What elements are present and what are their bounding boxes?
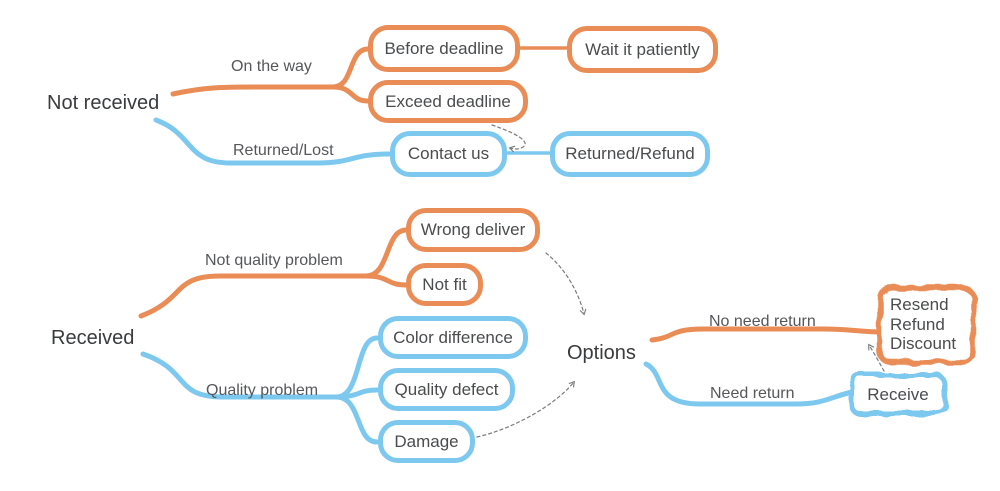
sketch-box-receive[interactable] xyxy=(848,372,948,417)
resend-line: Resend xyxy=(890,295,949,314)
node-returned-refund[interactable]: Returned/Refund xyxy=(550,131,710,177)
node-not-received[interactable]: Not received xyxy=(47,92,160,114)
edge-received-qualityproblem xyxy=(140,351,339,400)
discount-line: Discount xyxy=(890,334,957,353)
node-options[interactable]: Options xyxy=(567,342,636,364)
edge-notreceived-returnedlost-contactus xyxy=(153,117,392,166)
node-wait-it-patiently[interactable]: Wait it patiently xyxy=(567,26,718,73)
edge-options-needreturn xyxy=(643,361,855,407)
node-quality-defect[interactable]: Quality defect xyxy=(378,368,515,411)
edge-options-noneedreturn xyxy=(649,326,881,343)
edge-label-on-the-way[interactable]: On the way xyxy=(231,58,312,75)
edge-ontheway-exceeddeadline xyxy=(330,84,371,104)
refund-line: Refund xyxy=(890,314,945,334)
edge-label-need-return[interactable]: Need return xyxy=(710,385,795,402)
node-wrong-deliver[interactable]: Wrong deliver xyxy=(406,208,540,252)
node-contact-us[interactable]: Contact us xyxy=(390,131,507,177)
node-exceed-deadline[interactable]: Exceed deadline xyxy=(368,80,528,123)
edge-label-not-quality-problem[interactable]: Not quality problem xyxy=(205,252,343,269)
dashed-arrow-wrongdeliver-options xyxy=(545,252,587,316)
edge-label-quality-problem[interactable]: Quality problem xyxy=(206,382,319,399)
edge-received-notqualityproblem xyxy=(138,273,369,319)
sketch-box-resend-refund-discount[interactable] xyxy=(877,285,976,365)
dashed-arrow-damage-options xyxy=(476,380,575,438)
node-color-difference[interactable]: Color difference xyxy=(378,316,528,359)
edge-notreceived-ontheway xyxy=(170,84,336,97)
node-before-deadline[interactable]: Before deadline xyxy=(368,25,520,72)
node-damage[interactable]: Damage xyxy=(378,420,475,463)
edge-quality-damage xyxy=(333,394,380,445)
node-received[interactable]: Received xyxy=(51,327,135,349)
edge-label-returned-lost[interactable]: Returned/Lost xyxy=(233,142,334,159)
node-receive[interactable]: Receive xyxy=(867,384,929,404)
node-resend-refund-discount[interactable]: Resend Refund Discount xyxy=(890,295,956,354)
node-not-fit[interactable]: Not fit xyxy=(406,263,483,306)
edge-label-no-need-return[interactable]: No need return xyxy=(709,313,816,330)
dashed-arrow-receive-resend xyxy=(868,343,885,372)
edge-notquality-wrongdeliver xyxy=(363,227,409,279)
edge-notquality-notfit xyxy=(363,273,409,288)
edge-ontheway-beforedeadline xyxy=(330,46,371,90)
dashed-arrow-exceeddeadline-contactus xyxy=(491,124,526,153)
